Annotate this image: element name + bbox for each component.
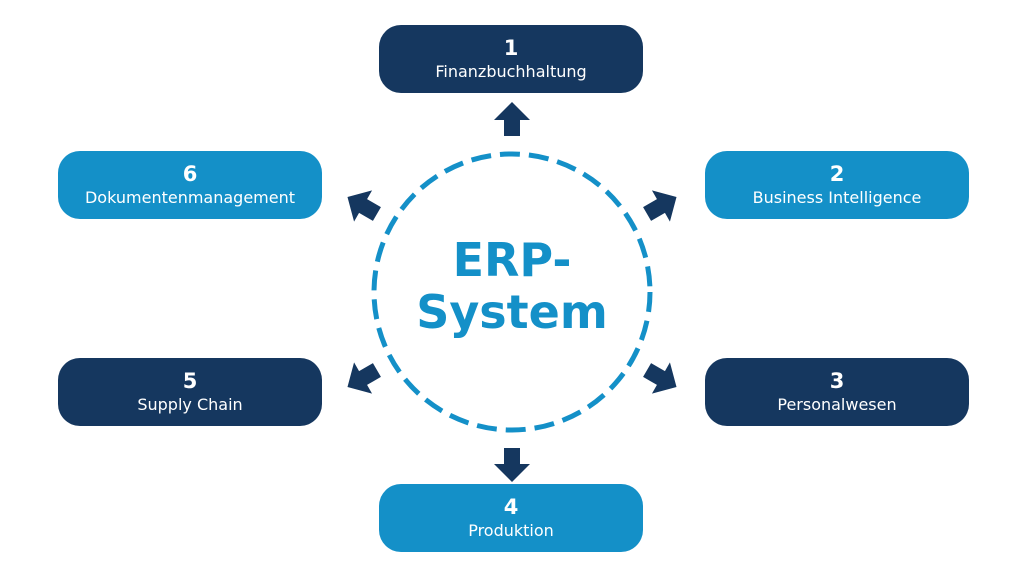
module-supply-chain[interactable]: 5 Supply Chain [58,358,322,426]
module-number: 1 [503,35,519,60]
arrow-to-business-intelligence-icon [643,190,677,222]
module-dokumentenmanagement[interactable]: 6 Dokumentenmanagement [58,151,322,219]
module-produktion[interactable]: 4 Produktion [379,484,643,552]
arrow-to-finanzbuchhaltung-icon [494,102,530,136]
arrow-to-supply-chain-icon [347,362,381,394]
module-label: Dokumentenmanagement [84,187,296,207]
module-number: 3 [829,368,845,393]
module-business-intelligence[interactable]: 2 Business Intelligence [705,151,969,219]
module-label: Produktion [468,520,554,540]
module-label: Supply Chain [137,394,243,414]
module-label: Personalwesen [777,394,897,414]
module-label: Finanzbuchhaltung [435,61,587,81]
module-number: 2 [829,161,845,186]
module-label: Business Intelligence [752,187,922,207]
erp-dashed-circle [371,151,653,433]
erp-system-title: ERP- System [400,234,624,338]
module-personalwesen[interactable]: 3 Personalwesen [705,358,969,426]
module-finanzbuchhaltung[interactable]: 1 Finanzbuchhaltung [379,25,643,93]
module-number: 6 [182,161,198,186]
arrow-to-personalwesen-icon [643,362,677,394]
arrow-to-dokumentenmanagement-icon [347,190,381,222]
erp-title-line1: ERP- [452,233,572,287]
erp-title-line2: System [416,285,608,339]
module-number: 4 [503,494,519,519]
module-number: 5 [182,368,198,393]
arrow-to-produktion-icon [494,448,530,482]
